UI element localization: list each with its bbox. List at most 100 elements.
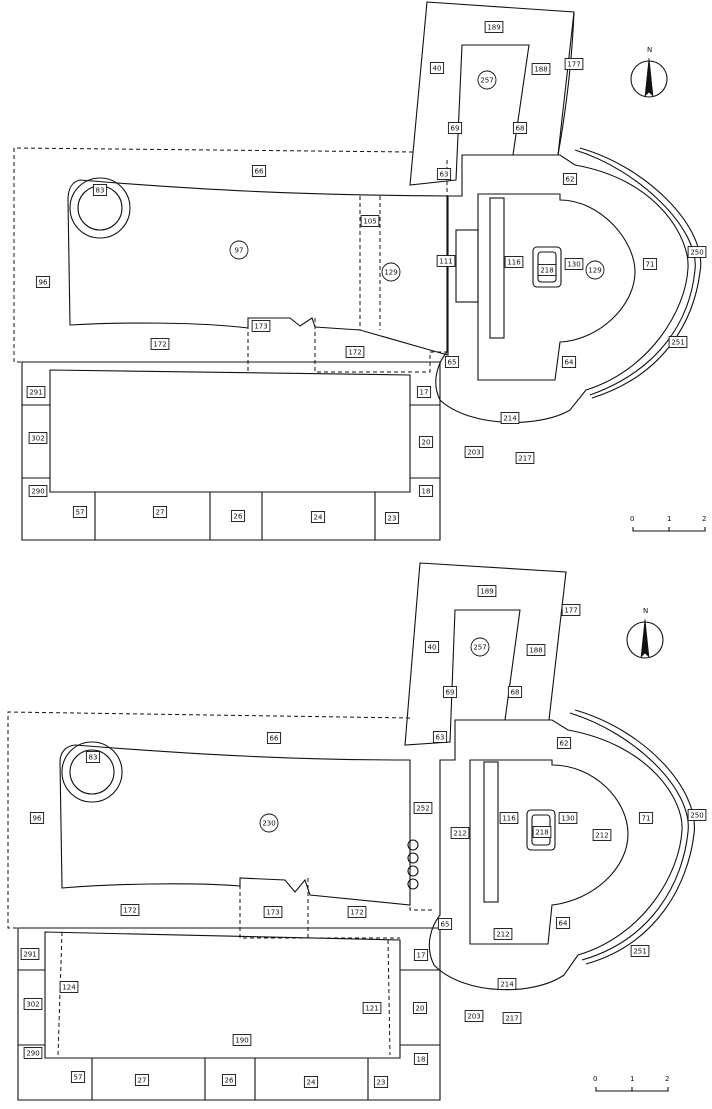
feature-number: 214 <box>500 981 514 989</box>
feature-number: 24 <box>307 1079 316 1087</box>
feature-box-label: 26 <box>221 1074 237 1086</box>
feature-box-label: 252 <box>413 802 433 814</box>
north-arrow-bottom: N <box>626 607 664 659</box>
feature-box-label: 23 <box>384 512 400 524</box>
feature-number: 66 <box>255 168 264 176</box>
feature-number: 172 <box>153 341 166 349</box>
feature-box-label: 17 <box>413 949 429 961</box>
feature-box-label: 96 <box>35 276 51 288</box>
feature-number: 71 <box>646 261 655 269</box>
feature-box-label: 96 <box>29 812 45 824</box>
feature-number: 116 <box>502 815 516 823</box>
feature-box-label: 177 <box>564 58 584 70</box>
feature-box-label: 17 <box>416 386 432 398</box>
feature-number: 40 <box>433 65 442 73</box>
feature-box-label: 111 <box>436 255 456 267</box>
feature-box-label: 20 <box>412 1002 428 1014</box>
feature-number: 290 <box>31 488 44 496</box>
feature-box-label: 172 <box>120 904 140 916</box>
feature-box-label: 291 <box>20 948 40 960</box>
feature-box-label: 62 <box>556 737 572 749</box>
feature-number: 302 <box>31 435 44 443</box>
feature-box-label: 218 <box>532 826 552 838</box>
feature-box-label: 291 <box>26 386 46 398</box>
feature-number: 172 <box>123 907 136 915</box>
feature-number: 116 <box>507 259 521 267</box>
feature-number: 250 <box>690 812 703 820</box>
feature-number: 257 <box>473 644 486 652</box>
feature-number: 212 <box>453 830 466 838</box>
feature-number: 188 <box>529 647 542 655</box>
feature-number: 189 <box>487 24 500 32</box>
feature-box-label: 69 <box>442 686 458 698</box>
feature-box-label: 214 <box>500 412 520 424</box>
feature-box-label: 68 <box>507 686 523 698</box>
feature-number: 23 <box>377 1079 386 1087</box>
feature-box-label: 26 <box>230 510 246 522</box>
feature-box-label: 212 <box>592 829 612 841</box>
feature-box-label: 83 <box>85 751 101 763</box>
feature-number: 190 <box>235 1037 248 1045</box>
feature-number: 121 <box>365 1005 378 1013</box>
feature-box-label: 250 <box>687 809 707 821</box>
feature-circle-label: 230 <box>259 813 279 833</box>
feature-box-label: 290 <box>28 485 48 497</box>
feature-number: 129 <box>384 269 397 277</box>
feature-box-label: 71 <box>642 258 658 270</box>
feature-box-label: 214 <box>497 978 517 990</box>
feature-box-label: 57 <box>72 506 88 518</box>
scale-label-0: 0 <box>593 1075 597 1083</box>
feature-box-label: 116 <box>504 256 524 268</box>
feature-box-label: 57 <box>70 1071 86 1083</box>
feature-box-label: 40 <box>424 641 440 653</box>
feature-number: 173 <box>254 323 267 331</box>
feature-circle-label: 257 <box>477 70 497 90</box>
scale-label-1: 1 <box>667 515 671 523</box>
feature-number: 302 <box>26 1001 39 1009</box>
feature-number: 251 <box>671 339 684 347</box>
feature-box-label: 302 <box>28 432 48 444</box>
feature-number: 69 <box>446 689 455 697</box>
feature-box-label: 172 <box>150 338 170 350</box>
feature-box-label: 251 <box>630 945 650 957</box>
feature-number: 69 <box>451 125 460 133</box>
feature-box-label: 130 <box>564 258 584 270</box>
feature-number: 64 <box>565 359 574 367</box>
feature-number: 27 <box>156 509 165 517</box>
feature-box-label: 65 <box>437 918 453 930</box>
north-label-bottom: N <box>643 607 648 615</box>
feature-number: 218 <box>535 829 548 837</box>
feature-box-label: 172 <box>345 346 365 358</box>
feature-box-label: 203 <box>464 446 484 458</box>
feature-number: 172 <box>348 349 361 357</box>
feature-number: 130 <box>561 815 574 823</box>
feature-number: 63 <box>436 734 445 742</box>
feature-number: 111 <box>439 258 452 266</box>
feature-box-label: 203 <box>464 1010 484 1022</box>
feature-number: 189 <box>480 588 493 596</box>
feature-number: 68 <box>511 689 520 697</box>
scale-label-1: 1 <box>630 1075 634 1083</box>
feature-number: 62 <box>566 176 575 184</box>
feature-number: 172 <box>350 909 363 917</box>
feature-number: 290 <box>26 1050 39 1058</box>
feature-number: 212 <box>496 931 509 939</box>
feature-number: 68 <box>516 125 525 133</box>
feature-box-label: 172 <box>347 906 367 918</box>
feature-box-label: 130 <box>558 812 578 824</box>
feature-box-label: 173 <box>263 906 283 918</box>
feature-box-label: 69 <box>447 122 463 134</box>
feature-number: 83 <box>96 187 105 195</box>
feature-box-label: 24 <box>310 511 326 523</box>
feature-number: 177 <box>564 607 577 615</box>
scale-label-0: 0 <box>630 515 634 523</box>
feature-box-label: 23 <box>373 1076 389 1088</box>
feature-circle-label: 97 <box>229 240 249 260</box>
feature-box-label: 173 <box>251 320 271 332</box>
feature-number: 203 <box>467 1013 480 1021</box>
feature-box-label: 212 <box>450 827 470 839</box>
feature-box-label: 27 <box>134 1074 150 1086</box>
feature-number: 65 <box>441 921 450 929</box>
feature-box-label: 218 <box>537 264 557 276</box>
